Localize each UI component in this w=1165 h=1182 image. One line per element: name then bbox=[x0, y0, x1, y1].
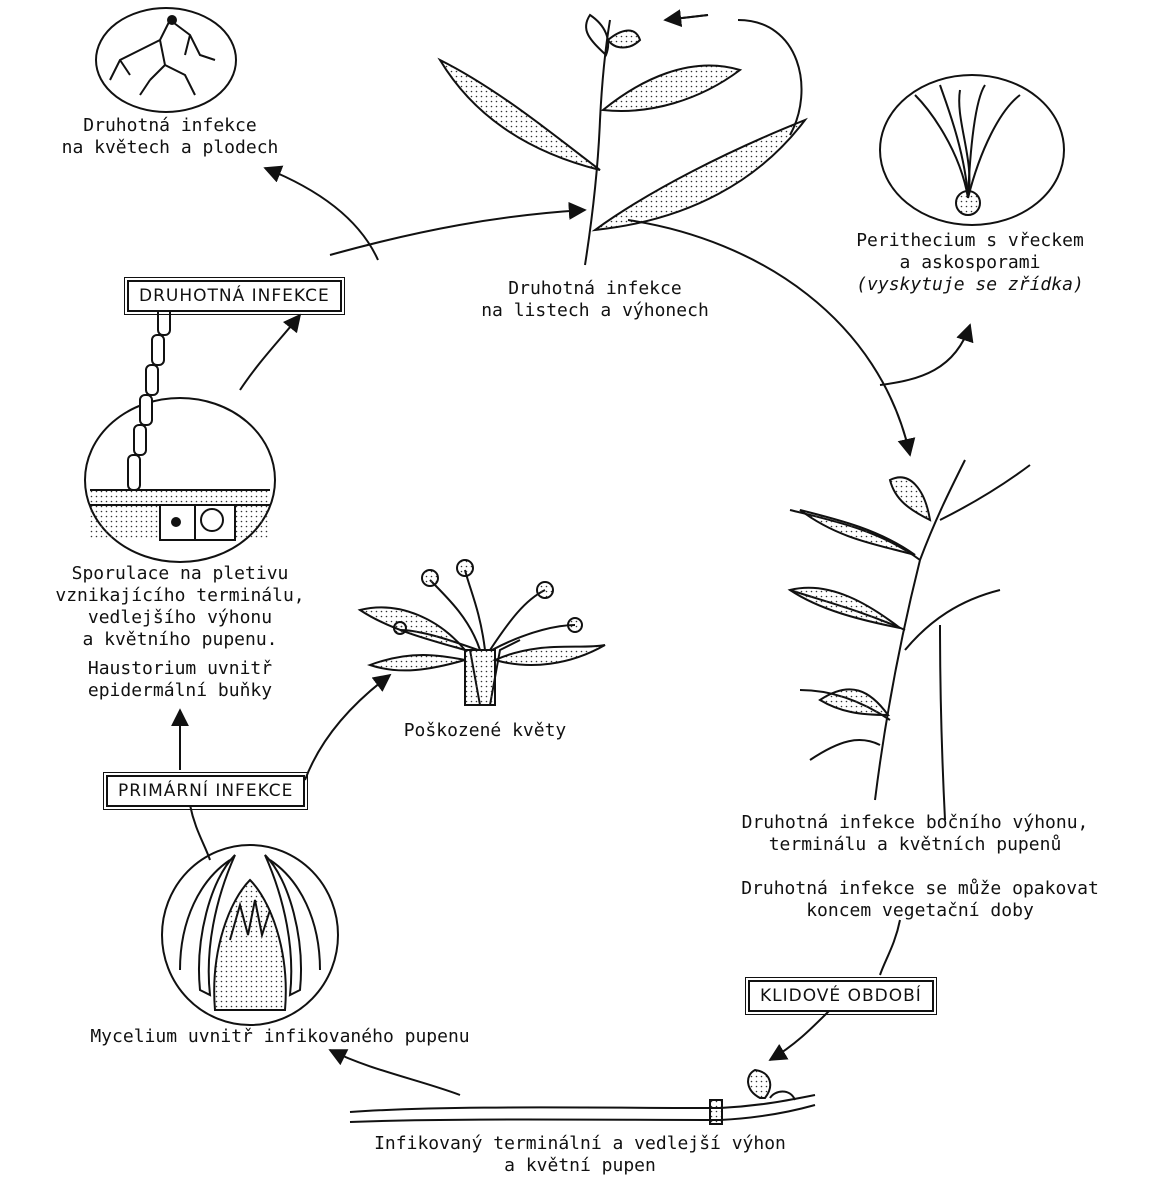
mycelium-bud-illustration bbox=[162, 845, 338, 1025]
perithecium-illustration bbox=[880, 75, 1064, 225]
flowers-fruits-label: Druhotná infekce na květech a plodech bbox=[40, 115, 300, 159]
sporulation-illustration bbox=[85, 285, 275, 562]
dormant-period-box: KLIDOVÉ OBDOBÍ bbox=[748, 980, 934, 1012]
infected-shoot-label: Infikovaný terminální a vedlejší výhon a… bbox=[290, 1133, 870, 1177]
secondary-infection-box: DRUHOTNÁ INFEKCE bbox=[127, 280, 342, 312]
haustorium-label: Haustorium uvnitř epidermální buňky bbox=[40, 658, 320, 702]
flower-fruit-infection-illustration bbox=[96, 8, 236, 112]
leaves-shoots-illustration bbox=[440, 15, 805, 265]
damaged-flowers-illustration bbox=[360, 560, 605, 705]
mycelium-label: Mycelium uvnitř infikovaného pupenu bbox=[20, 1026, 540, 1048]
sporulation-label: Sporulace na pletivu vznikajícího termin… bbox=[15, 563, 345, 651]
side-shoot-illustration bbox=[790, 460, 1030, 820]
side-shoot-label: Druhotná infekce bočního výhonu, terminá… bbox=[680, 812, 1150, 856]
repeat-infection-label: Druhotná infekce se může opakovat koncem… bbox=[680, 878, 1160, 922]
leaves-shoots-label: Druhotná infekce na listech a výhonech bbox=[450, 278, 740, 322]
perithecium-label: Perithecium s vřeckem a askosporami (vys… bbox=[810, 230, 1130, 296]
damaged-flowers-label: Poškozené květy bbox=[370, 720, 600, 742]
primary-infection-box: PRIMÁRNÍ INFEKCE bbox=[106, 775, 305, 807]
infected-twig-illustration bbox=[350, 1070, 815, 1124]
